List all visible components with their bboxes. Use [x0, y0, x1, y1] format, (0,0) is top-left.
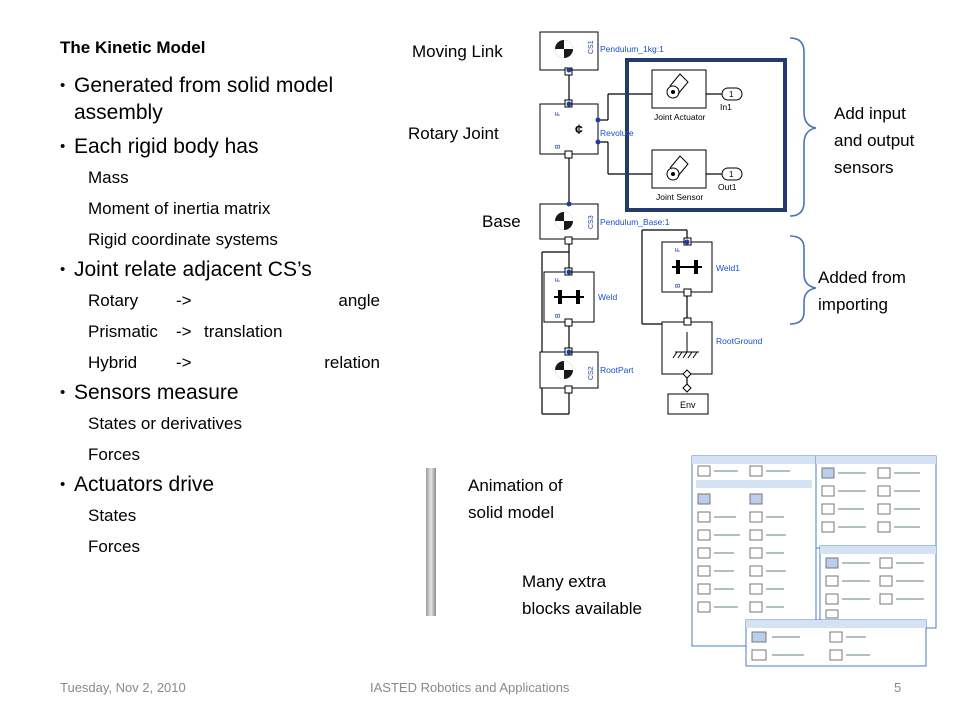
sub-bullet: Forces — [88, 445, 140, 464]
svg-text:Pendulum_1kg:1: Pendulum_1kg:1 — [600, 44, 664, 54]
svg-text:¢: ¢ — [575, 121, 583, 137]
svg-text:B: B — [555, 144, 562, 149]
kinetic-model-diagram: CS1 Pendulum_1kg:1 ¢ F B Revolute Joint … — [539, 31, 787, 415]
block-weld[interactable]: F B Weld — [543, 267, 617, 327]
svg-text:F: F — [675, 248, 682, 252]
block-pendulum[interactable]: CS1 Pendulum_1kg:1 — [539, 31, 664, 76]
footer-date: Tuesday, Nov 2, 2010 — [60, 680, 186, 695]
svg-text:F: F — [555, 278, 562, 282]
svg-text:Out1: Out1 — [718, 182, 737, 192]
sub-bullet: Rigid coordinate systems — [88, 230, 278, 249]
svg-text:B: B — [675, 283, 682, 288]
block-weld1[interactable]: F B Weld1 — [661, 237, 740, 297]
footer-conference: IASTED Robotics and Applications — [370, 680, 570, 695]
sub-bullet: Mass — [88, 168, 129, 187]
library-collage[interactable] — [680, 454, 940, 668]
svg-text:RootGround: RootGround — [716, 336, 763, 346]
svg-text:CS2: CS2 — [588, 366, 595, 380]
svg-text:Weld: Weld — [598, 292, 617, 302]
bullet: Generated from solid model assembly — [60, 72, 390, 126]
label-base: Base — [482, 212, 521, 231]
brace-sensors — [789, 37, 817, 217]
block-joint-actuator[interactable]: Joint Actuator 1 In1 — [651, 69, 743, 122]
curly-braces — [789, 37, 817, 325]
joint-row-hybrid: Hybrid->relation — [88, 353, 380, 372]
joint-row-prismatic: Prismatic->translation — [88, 322, 283, 341]
label-moving-link: Moving Link — [412, 42, 503, 61]
bullet: Each rigid body has — [60, 132, 390, 162]
svg-text:RootPart: RootPart — [600, 365, 634, 375]
svg-text:Weld1: Weld1 — [716, 263, 740, 273]
sub-bullet: Moment of inertia matrix — [88, 199, 271, 218]
sub-bullet: Forces — [88, 537, 140, 556]
block-rootpart[interactable]: CS2 RootPart — [539, 347, 634, 394]
slide-title: The Kinetic Model — [60, 38, 206, 57]
svg-text:Revolute: Revolute — [600, 128, 634, 138]
bullet: Actuators drive — [60, 470, 390, 500]
block-joint-sensor[interactable]: Joint Sensor 1 Out1 — [651, 149, 743, 202]
brace-imported — [789, 235, 817, 325]
footer-page-number: 5 — [894, 680, 902, 695]
svg-text:Env: Env — [680, 400, 696, 410]
label-rotary-joint: Rotary Joint — [408, 124, 499, 143]
bullet-list: Generated from solid model assembly Each… — [60, 72, 390, 562]
svg-text:1: 1 — [729, 90, 734, 99]
animation-thumbnail[interactable] — [426, 468, 436, 616]
block-rootground[interactable]: RootGround — [661, 317, 763, 379]
svg-text:Joint Actuator: Joint Actuator — [654, 112, 706, 122]
svg-text:CS3: CS3 — [588, 215, 595, 229]
sensor-highlight-frame — [625, 58, 787, 212]
bullet: Sensors measure — [60, 378, 390, 408]
block-pendulum-base[interactable]: CS3 Pendulum_Base:1 — [539, 203, 670, 245]
block-revolute[interactable]: ¢ F B Revolute — [539, 99, 634, 159]
block-env[interactable]: Env — [667, 383, 709, 415]
joint-row-rotary: Rotary->angle — [88, 291, 380, 310]
svg-text:1: 1 — [729, 170, 734, 179]
svg-text:In1: In1 — [720, 102, 732, 112]
sub-bullet: States — [88, 506, 137, 525]
svg-text:Joint Sensor: Joint Sensor — [656, 192, 703, 202]
bullet: Joint relate adjacent CS’s — [60, 255, 390, 285]
svg-text:F: F — [555, 112, 562, 116]
svg-text:Pendulum_Base:1: Pendulum_Base:1 — [600, 217, 670, 227]
sub-bullet: States or derivatives — [88, 414, 243, 433]
port-label: CS1 — [588, 40, 595, 54]
svg-text:B: B — [555, 313, 562, 318]
